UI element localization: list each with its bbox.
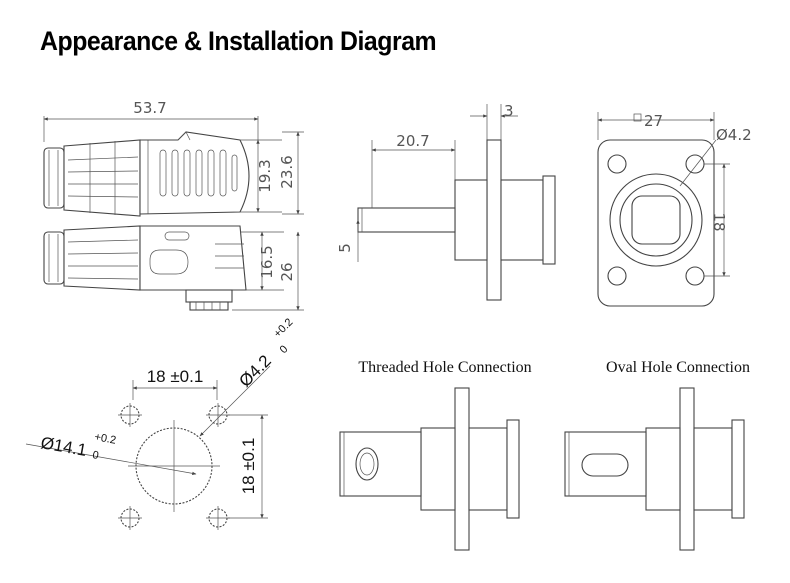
tip-dimension: 5 [336, 243, 354, 253]
center-hole-lower-tolerance: 0 [91, 449, 99, 462]
oval-hole-caption: Oval Hole Connection [606, 359, 750, 376]
oval-hole-view: Oval Hole Connection [564, 359, 750, 551]
height-dimension-16-5: 16.5 [258, 245, 276, 278]
center-hole-upper-tolerance: +0.2 [93, 431, 116, 447]
mount-hole-upper-tolerance: +0.2 [272, 316, 296, 340]
connector-top-view: 53.7 19.3 23.6 [43, 99, 304, 217]
mount-hole-dimension: Ø4.2 [235, 351, 274, 390]
connector-side-view: 16.5 26 [43, 225, 304, 311]
flange-thickness-dimension: 3 [504, 102, 514, 120]
height-dimension-23-6: 23.6 [278, 155, 296, 188]
shaft-length-dimension: 20.7 [396, 132, 429, 150]
horizontal-pitch-dimension: 18 ±0.1 [147, 367, 204, 386]
flange-front-view: 27 Ø4.2 18 [597, 112, 752, 307]
height-dimension-26: 26 [278, 262, 296, 281]
svg-text:Ø14.1: Ø14.1 [39, 433, 88, 460]
center-hole-dimension: Ø14.1 [39, 433, 88, 460]
threaded-hole-view: Threaded Hole Connection [339, 359, 532, 551]
flange-width-dimension: 27 [644, 112, 663, 130]
hole-pitch-dimension: 18 [710, 212, 728, 231]
vertical-pitch-dimension: 18 ±0.1 [239, 438, 258, 495]
mounting-hole-pattern: 18 ±0.1 Ø14.1 +0.2 0 Ø4.2 +0.2 0 18 ±0.1 [25, 316, 296, 530]
mount-hole-lower-tolerance: 0 [278, 343, 291, 356]
mounting-hole-dimension: Ø4.2 [716, 126, 752, 144]
length-dimension: 53.7 [133, 99, 166, 117]
threaded-hole-caption: Threaded Hole Connection [358, 359, 531, 376]
height-dimension-19-3: 19.3 [256, 159, 274, 192]
page-title: Appearance & Installation Diagram [40, 26, 437, 56]
flange-side-view: 3 20.7 5 [336, 102, 556, 301]
